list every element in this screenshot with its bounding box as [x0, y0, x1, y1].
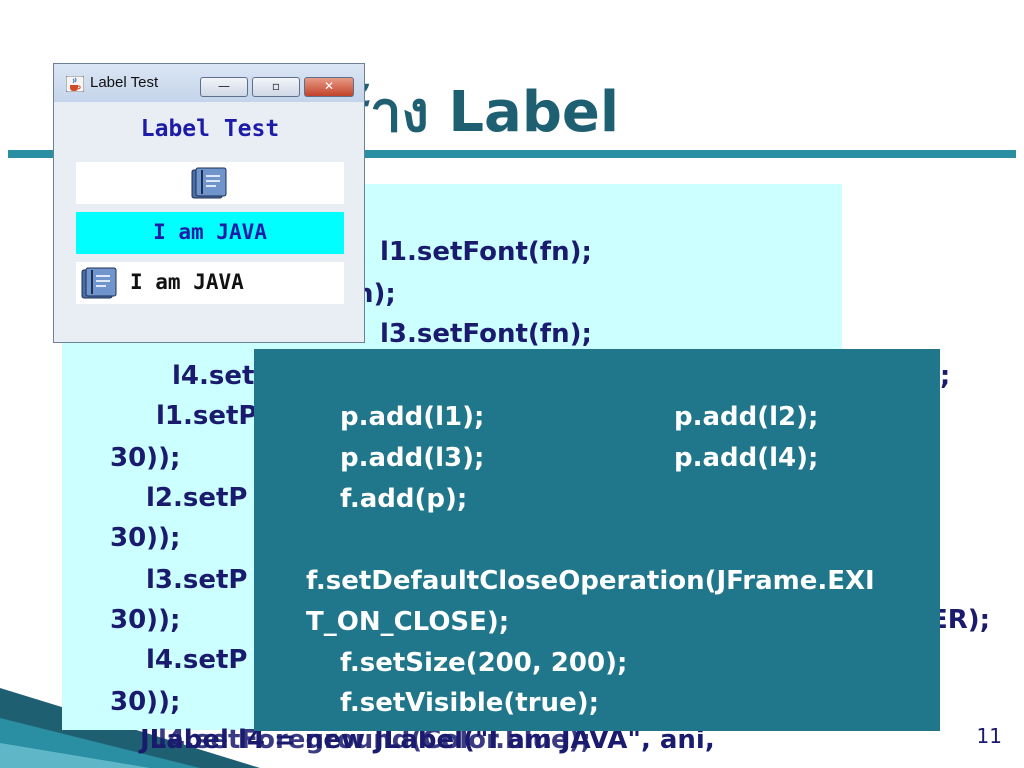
- overlay-line: p.add(l2);: [674, 402, 819, 432]
- book-icon: [81, 267, 117, 299]
- page-number: 11: [976, 724, 1002, 748]
- window-title: Label Test: [90, 74, 159, 91]
- slide-title: ร้าง Label: [340, 80, 620, 145]
- book-icon: [191, 167, 227, 199]
- label-test-window[interactable]: Label Test — ▫ ✕ Label Test I am JAVA: [53, 63, 365, 343]
- overlay-line: p.add(l4);: [674, 443, 819, 473]
- label-heading: Label Test: [140, 116, 280, 142]
- java-cup-icon: [66, 76, 84, 92]
- overlay-line: p.add(l1);: [340, 402, 485, 432]
- label-icon-text-value: I am JAVA: [130, 270, 244, 294]
- code-line: l3.setFont(fn);: [380, 319, 592, 349]
- code-line: ER);: [930, 605, 991, 635]
- overlay-line: f.setDefaultCloseOperation(JFrame.EXI: [306, 566, 875, 596]
- title-rule: [8, 150, 1016, 158]
- label-cyan-text: I am JAVA: [153, 220, 267, 244]
- minimize-button[interactable]: —: [200, 77, 248, 97]
- code-line: l2.setP: [146, 483, 248, 513]
- code-line: l1.setFont(fn);: [380, 237, 592, 267]
- label-cyan: I am JAVA: [76, 212, 344, 254]
- code-line: 30));: [110, 523, 181, 553]
- label-icon-only: [76, 162, 344, 204]
- close-button[interactable]: ✕: [304, 77, 354, 97]
- window-titlebar[interactable]: Label Test — ▫ ✕: [54, 64, 364, 102]
- code-line: l1.setP: [156, 401, 258, 431]
- code-line: l4.set: [172, 361, 255, 391]
- code-line: 30));: [110, 443, 181, 473]
- window-content: Label Test I am JAVA I am JAVA: [64, 102, 356, 334]
- overlay-line: f.setVisible(true);: [340, 688, 599, 718]
- code-line: l3.setP: [146, 565, 248, 595]
- label-icon-text: I am JAVA: [76, 262, 344, 304]
- maximize-button[interactable]: ▫: [252, 77, 300, 97]
- code-line: 30));: [110, 687, 181, 717]
- code-line: 30));: [110, 605, 181, 635]
- code-line: l4.setP: [146, 645, 248, 675]
- overlay-line: p.add(l3);: [340, 443, 485, 473]
- code-overlay-panel: p.add(l1); p.add(l2); p.add(l3); p.add(l…: [254, 349, 940, 731]
- overlay-line: f.setSize(200, 200);: [340, 648, 628, 678]
- overlay-line: f.add(p);: [340, 484, 468, 514]
- overlay-line: T_ON_CLOSE);: [306, 607, 510, 637]
